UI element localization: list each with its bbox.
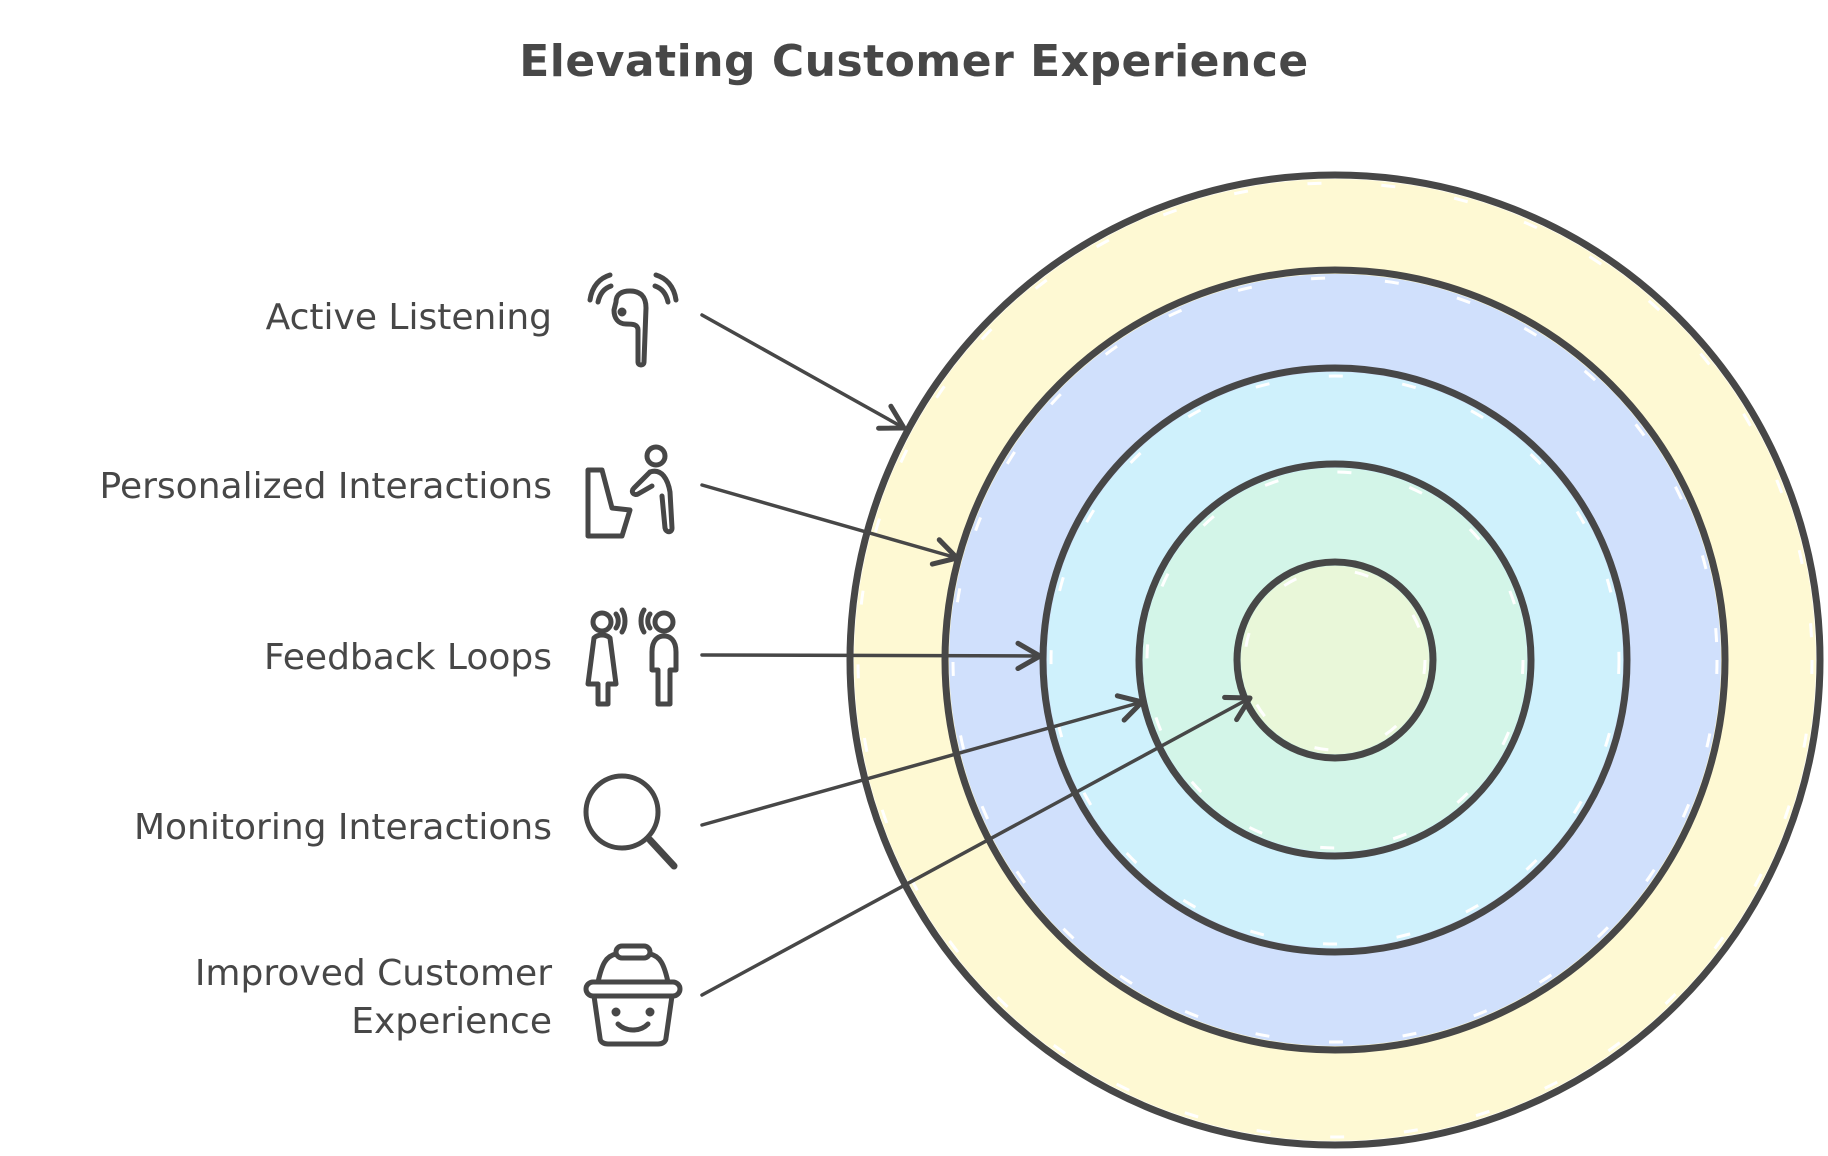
arrow-to-ring-2 — [700, 483, 960, 567]
arrow-to-ring-4 — [700, 693, 1145, 827]
smiling-basket-icon — [578, 938, 688, 1048]
label-line-2: Experience — [351, 1001, 552, 1042]
diagram-title: Elevating Customer Experience — [519, 36, 1309, 87]
ring-fill-5 — [1241, 566, 1429, 754]
two-people-talking-icon — [578, 600, 688, 710]
label-improved-customer-experience: Improved Customer Experience — [195, 950, 552, 1046]
label-active-listening: Active Listening — [265, 297, 552, 338]
earbud-icon — [578, 262, 688, 372]
label-feedback-loops: Feedback Loops — [264, 637, 552, 678]
label-line-1: Improved Customer — [194, 953, 552, 994]
ring-outline-5 — [1233, 558, 1437, 762]
ring-texture-2 — [951, 276, 1719, 1044]
ring-texture-4 — [1145, 470, 1525, 850]
ring-outline-3 — [1039, 364, 1631, 956]
magnifier-icon — [578, 768, 688, 878]
label-monitoring-interactions: Monitoring Interactions — [133, 807, 552, 848]
person-assisting-chair-icon — [578, 432, 688, 542]
ring-texture-1 — [856, 181, 1814, 1139]
label-personalized-interactions: Personalized Interactions — [99, 466, 552, 507]
arrow-to-ring-3 — [700, 640, 1043, 672]
ring-texture-3 — [1049, 374, 1621, 946]
arrow-to-ring-1 — [700, 313, 907, 431]
ring-outline-4 — [1135, 460, 1535, 860]
arrow-to-ring-5 — [700, 694, 1253, 997]
ring-outline-1 — [846, 171, 1824, 1149]
ring-outline-2 — [941, 266, 1729, 1054]
ring-texture-5 — [1243, 568, 1427, 752]
